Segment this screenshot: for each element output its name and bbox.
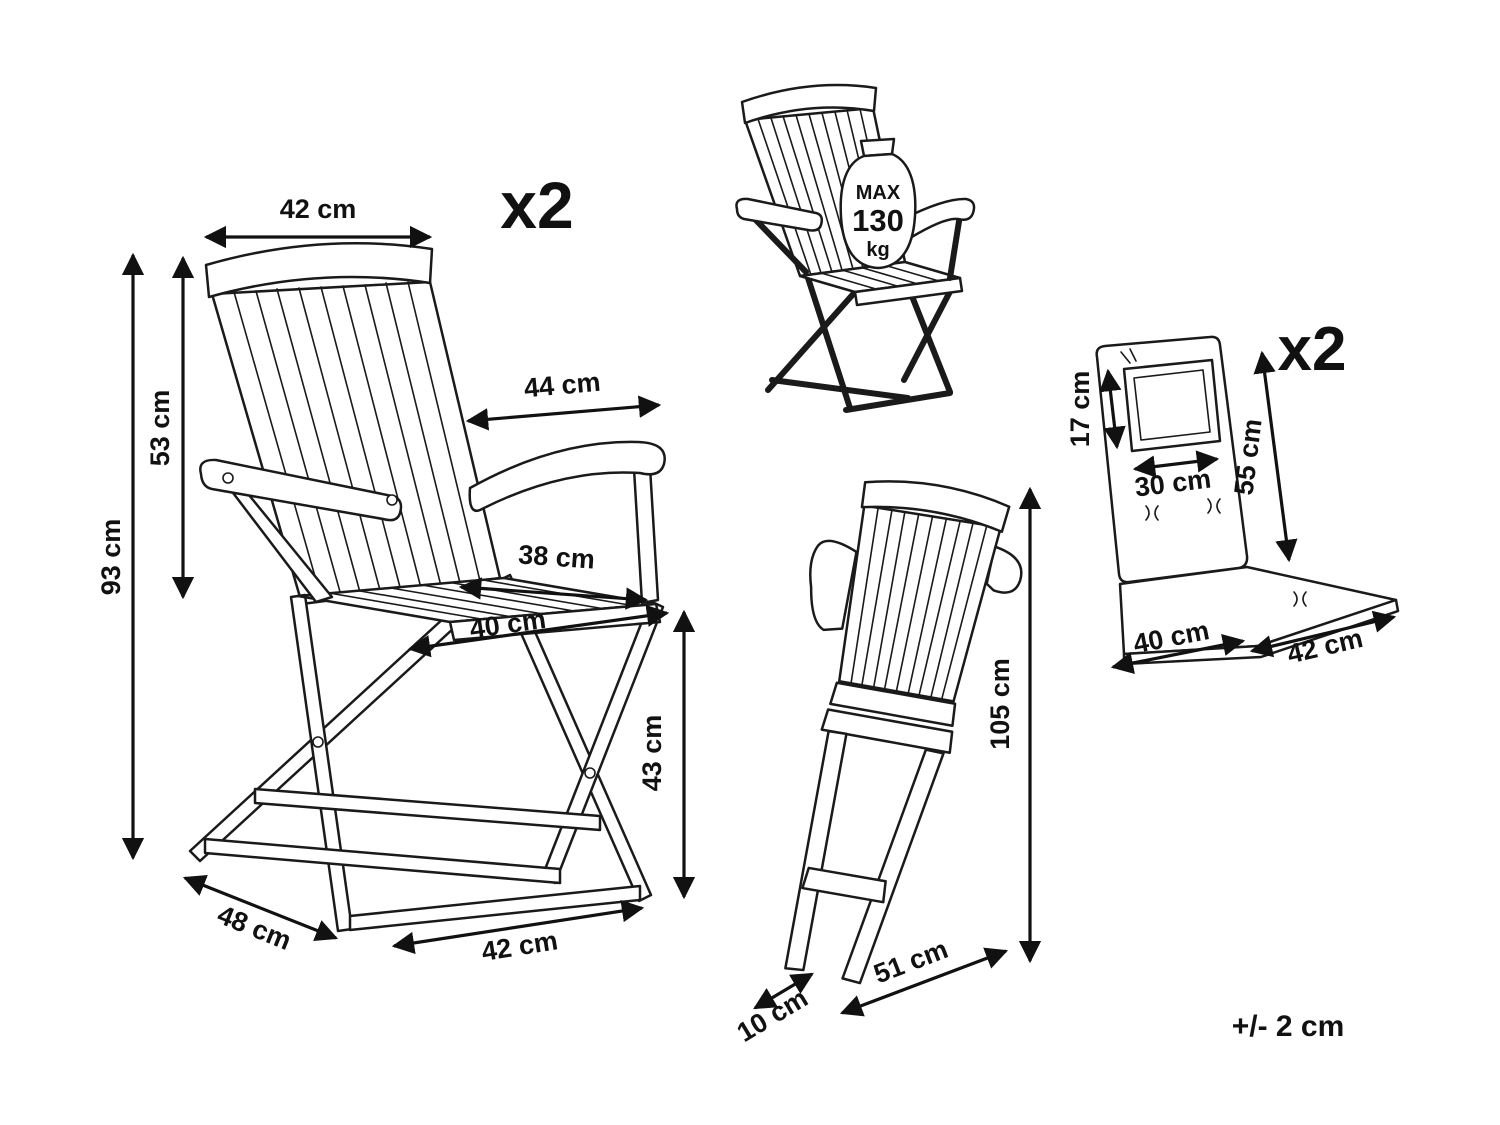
- main-chair-stretcher: [203, 837, 562, 885]
- dim-arrow-base-depth: [182, 875, 339, 941]
- cushion-tufting: [1145, 498, 1307, 607]
- dim-arrow-pillow-width: [1132, 450, 1220, 478]
- main-chair-quantity: x2: [500, 168, 573, 242]
- cushion-pillow: [1122, 358, 1222, 453]
- main-seat-depth-label: 38 cm: [517, 539, 595, 574]
- cushion-pillow-seam: [1133, 369, 1211, 441]
- folded-rail: [829, 681, 957, 727]
- main-total-height-label: 93 cm: [96, 519, 126, 596]
- folded-crossbar: [801, 866, 887, 904]
- bolt: [386, 494, 398, 506]
- load-chair-top-rail: [740, 83, 878, 125]
- max-load-vase: [839, 152, 917, 270]
- folded-height-label: 105 cm: [985, 658, 1015, 750]
- main-armrest-length-label: 44 cm: [523, 367, 602, 404]
- cushion-back-height-label: 55 cm: [1229, 417, 1268, 497]
- main-chair-armrest-support: [632, 465, 660, 605]
- dim-arrow-folded-length: [839, 947, 1009, 1017]
- cushion-quantity: x2: [1278, 315, 1347, 384]
- folded-length-label: 51 cm: [870, 934, 952, 989]
- load-chair-armrest-support: [947, 212, 963, 281]
- bolt: [312, 736, 324, 748]
- main-base-depth-label: 48 cm: [213, 899, 295, 955]
- load-chair-figure: MAX 130 kg: [735, 83, 976, 413]
- dim-arrow-armrest-length: [465, 395, 662, 431]
- folded-chair-figure: 105 cm 51 cm 10 cm: [732, 480, 1042, 1048]
- folded-rail: [820, 708, 954, 754]
- load-chair-armrest-support: [749, 213, 809, 275]
- load-chair-armrest-left: [735, 197, 824, 232]
- dim-arrow-pillow-height: [1099, 368, 1126, 450]
- bolt: [584, 767, 596, 779]
- cushion-figure: 17 cm 30 cm 55 cm 40 cm 42 cm x2: [1065, 315, 1400, 675]
- dim-arrow-cushion-seat-depth: [1110, 633, 1246, 675]
- folded-chair-drawing: [784, 480, 1023, 985]
- load-chair-seat-slats: [820, 264, 940, 290]
- main-top-width-label: 42 cm: [280, 194, 357, 224]
- tolerance-note: +/- 2 cm: [1232, 1010, 1345, 1043]
- max-load-value: 130: [852, 203, 904, 238]
- load-chair-seat-edge: [853, 276, 964, 307]
- main-chair-backrest-slats: [233, 281, 481, 602]
- main-seat-height-label: 43 cm: [637, 715, 667, 792]
- main-chair-backrest: [210, 280, 502, 606]
- main-chair-stretcher: [253, 787, 602, 832]
- main-chair-stretcher: [348, 884, 642, 932]
- dim-arrow-seat-width: [407, 604, 670, 658]
- dim-arrow-base-width: [391, 899, 645, 955]
- main-chair-top-rail: [204, 242, 434, 299]
- dim-arrow-folded-depth: [753, 972, 814, 1010]
- folded-armrest-hook-left: [809, 539, 858, 632]
- max-load-label: MAX: [856, 182, 901, 204]
- max-load-unit: kg: [866, 239, 889, 261]
- dim-arrow-seat-depth: [458, 577, 649, 610]
- cushion-ties: [1120, 348, 1137, 364]
- main-chair-armrest-left: [199, 458, 403, 522]
- bolt: [222, 472, 234, 484]
- folded-backrest-slats: [850, 506, 988, 700]
- folded-leg: [784, 729, 848, 972]
- folded-top-rail: [860, 480, 1011, 533]
- main-chair-figure: 42 cm 93 cm 53 cm 44 cm 38 cm 40 cm 43 c…: [96, 168, 696, 967]
- folded-depth-label: 10 cm: [732, 983, 813, 1048]
- dim-arrow-cushion-seat-width: [1249, 610, 1397, 658]
- cushion-pillow-height-label: 17 cm: [1065, 371, 1095, 448]
- main-backrest-height-label: 53 cm: [145, 390, 175, 467]
- dim-arrow-back-height: [1253, 350, 1298, 563]
- main-chair-armrest-right: [468, 440, 666, 512]
